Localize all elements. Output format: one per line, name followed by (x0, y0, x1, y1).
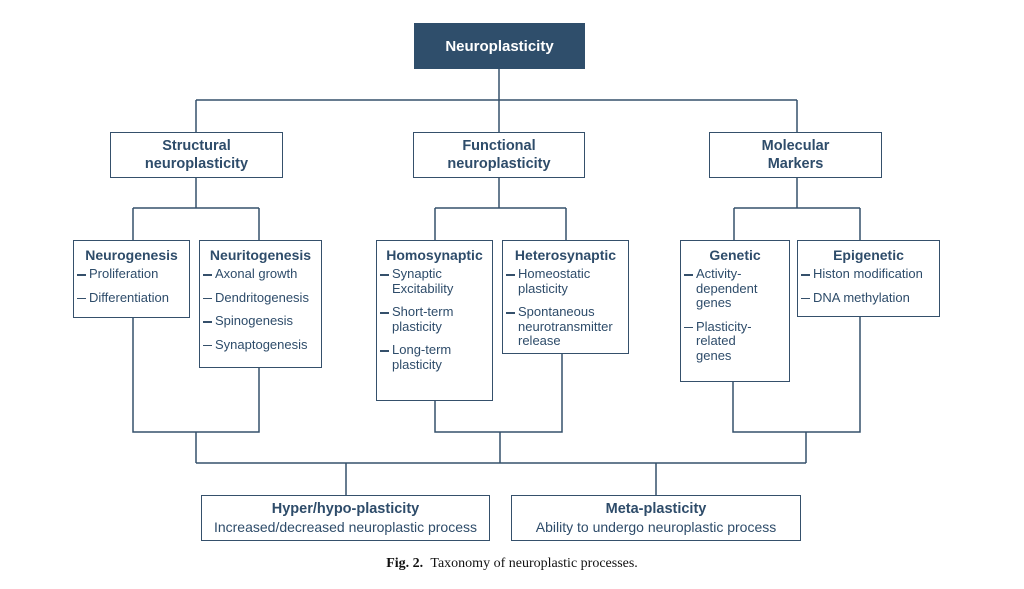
leaf-item: Proliferation (74, 266, 185, 282)
leaf-neurogenesis: Neurogenesis Proliferation Differentiati… (73, 240, 190, 318)
leaf-epigenetic: Epigenetic Histon modification DNA methy… (797, 240, 940, 317)
leaf-item: Activity- dependent genes (681, 266, 785, 311)
leaf-item: Synaptogenesis (200, 337, 317, 353)
leaf-title: Genetic (709, 247, 761, 263)
leaf-item: Short-term plasticity (377, 304, 488, 334)
leaf-item: DNA methylation (798, 290, 935, 306)
category-functional: Functional neuroplasticity (413, 132, 585, 178)
leaf-item: Spontaneous neurotransmitter release (503, 304, 624, 349)
leaf-item: Spinogenesis (200, 313, 317, 329)
leaf-title: Homosynaptic (386, 247, 483, 263)
outcome-title: Hyper/hypo-plasticity (271, 500, 420, 517)
outcome-hyper-hypo-plasticity: Hyper/hypo-plasticity Increased/decrease… (201, 495, 490, 541)
leaf-item: Dendritogenesis (200, 290, 317, 306)
leaf-item: Long-term plasticity (377, 342, 488, 372)
outcome-description: Ability to undergo neuroplastic process (535, 518, 777, 535)
figure-caption-label: Fig. 2. (386, 556, 424, 571)
category-molecular: Molecular Markers (709, 132, 882, 178)
outcome-description: Increased/decreased neuroplastic process (213, 518, 478, 535)
leaf-neuritogenesis: Neuritogenesis Axonal growth Dendritogen… (199, 240, 322, 368)
leaf-title: Epigenetic (833, 247, 904, 263)
leaf-item: Differentiation (74, 290, 185, 306)
figure-caption-text: Taxonomy of neuroplastic processes. (430, 556, 638, 571)
leaf-homosynaptic: Homosynaptic Synaptic Excitability Short… (376, 240, 493, 401)
leaf-item: Synaptic Excitability (377, 266, 488, 296)
leaf-title: Neurogenesis (85, 247, 178, 263)
leaf-item: Homeostatic plasticity (503, 266, 624, 296)
outcome-meta-plasticity: Meta-plasticity Ability to undergo neuro… (511, 495, 801, 541)
outcome-title: Meta-plasticity (605, 500, 707, 517)
leaf-title: Neuritogenesis (209, 247, 312, 263)
leaf-item: Histon modification (798, 266, 935, 282)
category-structural: Structural neuroplasticity (110, 132, 283, 178)
figure-caption: Fig. 2. Taxonomy of neuroplastic process… (0, 556, 1024, 572)
root-node-neuroplasticity: Neuroplasticity (414, 23, 585, 69)
leaf-genetic: Genetic Activity- dependent genes Plasti… (680, 240, 790, 382)
leaf-item: Plasticity- related genes (681, 319, 785, 364)
leaf-item: Axonal growth (200, 266, 317, 282)
leaf-title: Heterosynaptic (514, 247, 617, 263)
leaf-heterosynaptic: Heterosynaptic Homeostatic plasticity Sp… (502, 240, 629, 354)
